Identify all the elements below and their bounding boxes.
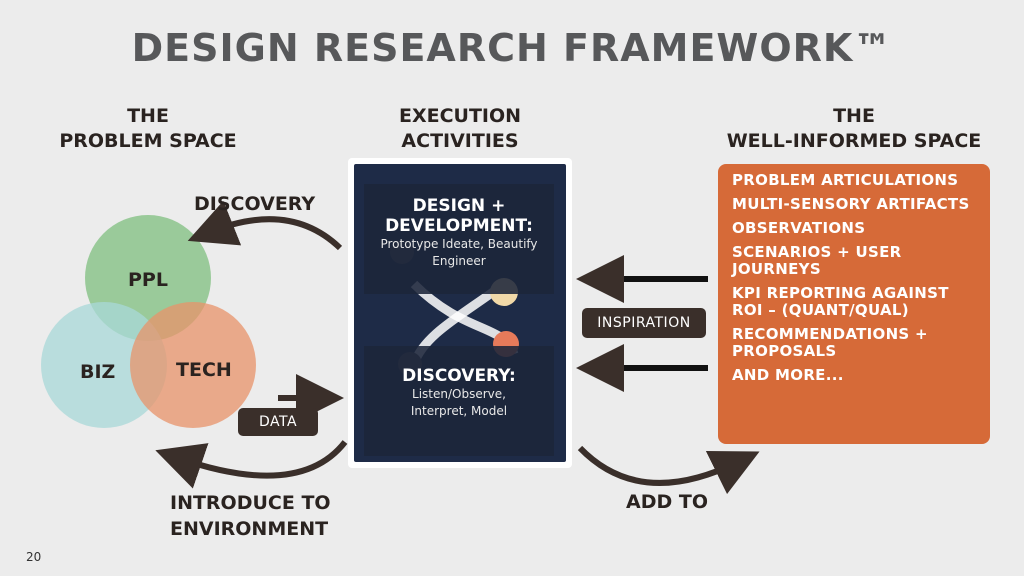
heading-well-informed-space: THE WELL-INFORMED SPACE xyxy=(726,105,982,152)
page-title: DESIGN RESEARCH FRAMEWORK™ xyxy=(131,26,893,70)
page-number: 20 xyxy=(26,550,42,564)
well-informed-item: SCENARIOS + USER JOURNEYS xyxy=(732,243,902,278)
venn-tech-circle xyxy=(130,302,256,428)
venn-label-biz: BIZ xyxy=(80,361,116,383)
inspiration-tag: INSPIRATION xyxy=(582,308,706,338)
heading-problem-space: THE PROBLEM SPACE xyxy=(59,105,237,152)
discovery-label: DISCOVERY xyxy=(194,193,316,215)
design-development-box: DESIGN + DEVELOPMENT: Prototype Ideate, … xyxy=(364,184,554,294)
introduce-label: INTRODUCE TO ENVIRONMENT xyxy=(170,492,331,540)
well-informed-item: RECOMMENDATIONS + PROPOSALS xyxy=(732,325,928,360)
well-informed-panel: PROBLEM ARTICULATIONS MULTI-SENSORY ARTI… xyxy=(718,164,990,444)
well-informed-item: KPI REPORTING AGAINST ROI – (QUANT/QUAL) xyxy=(732,284,949,319)
add-to-arrow xyxy=(577,445,760,495)
introduce-arrow xyxy=(155,440,348,489)
venn-label-ppl: PPL xyxy=(128,269,168,291)
well-informed-item: PROBLEM ARTICULATIONS xyxy=(732,171,959,189)
venn-label-tech: TECH xyxy=(176,359,232,381)
well-informed-item: AND MORE... xyxy=(732,366,844,384)
execution-panel: DESIGN + DEVELOPMENT: Prototype Ideate, … xyxy=(348,158,572,468)
data-tag: DATA xyxy=(238,408,318,436)
discovery-arrow xyxy=(187,200,343,251)
well-informed-item: MULTI-SENSORY ARTIFACTS xyxy=(732,195,970,213)
execution-panel-inner: DESIGN + DEVELOPMENT: Prototype Ideate, … xyxy=(354,164,566,462)
venn-biz-circle xyxy=(41,302,167,428)
heading-execution-activities: EXECUTION ACTIVITIES xyxy=(398,105,522,152)
well-informed-item: OBSERVATIONS xyxy=(732,219,866,237)
add-to-label: ADD TO xyxy=(626,491,708,513)
discovery-box: DISCOVERY: Listen/Observe, Interpret, Mo… xyxy=(364,346,554,456)
